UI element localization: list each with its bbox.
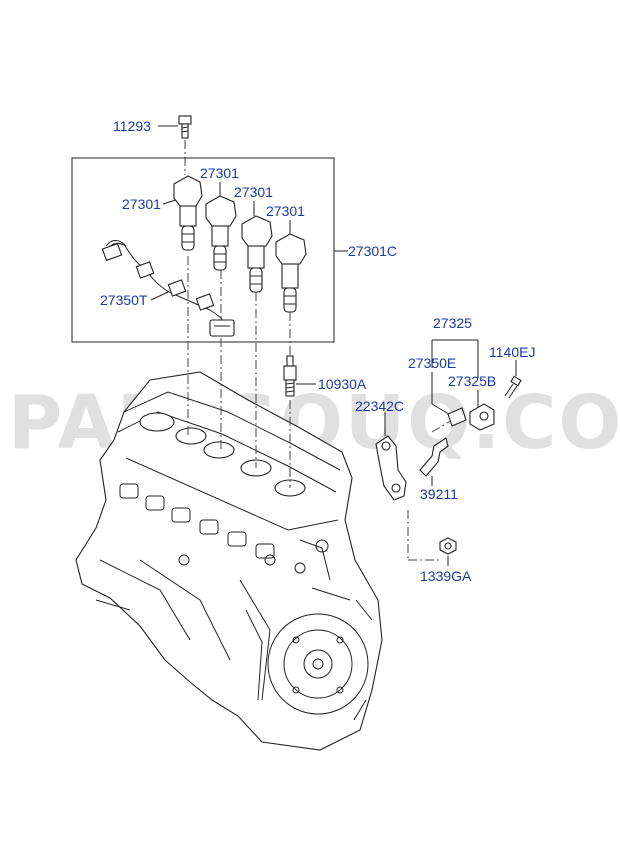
bolt-11293 [178,115,192,139]
label-27350e: 27350E [408,355,456,371]
label-27301-a: 27301 [200,165,239,181]
ignition-coil-4 [275,233,307,313]
bracket-22342c [375,435,407,501]
label-11293: 11293 [113,118,151,134]
knock-sensor-27325b [469,403,495,431]
label-27325b: 27325B [448,373,496,389]
coil-assembly-box [71,157,335,343]
nut-1339ga [439,537,457,555]
label-27301-d: 27301 [266,203,305,219]
knock-sensor-connector [447,407,467,427]
label-27301-c: 27301 [234,184,273,200]
label-27301-b: 27301 [122,196,161,212]
label-27350t: 27350T [100,292,148,308]
label-39211: 39211 [420,486,458,502]
label-1339ga: 1339GA [420,568,472,584]
label-27325: 27325 [433,315,472,331]
label-22342c: 22342C [355,398,404,414]
ignition-coil-3 [241,215,273,293]
label-10930a: 10930A [318,376,367,392]
alignment-lines [184,140,453,561]
coil-harness-27350t [101,240,235,337]
spark-plug-10930a [283,355,297,397]
ignition-coil-2 [205,195,237,271]
label-1140ej: 1140EJ [489,344,535,360]
ignition-coil-1 [173,175,203,251]
bracket-39211 [419,437,449,477]
label-27301c: 27301C [348,243,397,259]
bolt-1140ej [504,375,522,399]
